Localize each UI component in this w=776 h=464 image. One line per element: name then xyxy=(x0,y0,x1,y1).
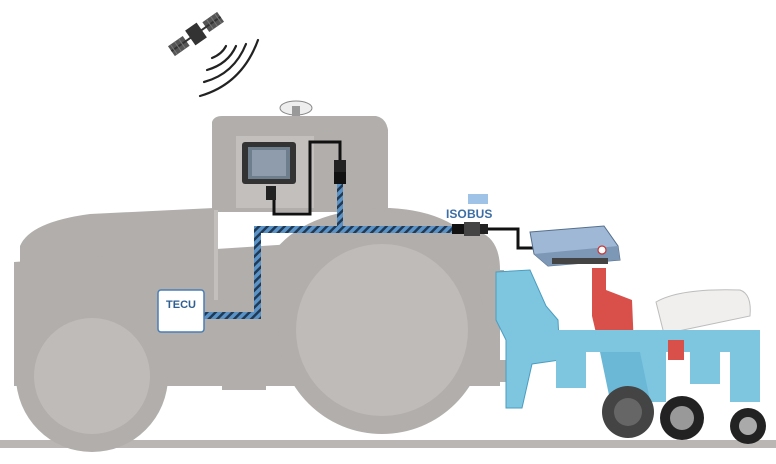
signal-waves-icon xyxy=(198,38,260,98)
rear-wheel xyxy=(278,226,486,434)
seed-drill-implement xyxy=(495,268,766,444)
gps-antenna-icon xyxy=(279,100,313,116)
ecu-box-icon xyxy=(529,225,621,267)
implement-frame xyxy=(495,269,561,409)
isobus-logo-icon: ISO BUS xyxy=(446,194,492,221)
terminal-connector xyxy=(266,186,276,200)
cab-door-line xyxy=(214,210,218,310)
red-seed-hopper xyxy=(592,268,634,350)
tecu-label: TECU xyxy=(166,299,196,311)
terminal-icon xyxy=(242,142,296,184)
front-wheel xyxy=(16,300,168,452)
isobus-cable xyxy=(204,140,536,319)
isobus-iso-text: ISO xyxy=(446,207,467,221)
tecu-box-icon xyxy=(157,289,205,333)
fertilizer-tank xyxy=(655,289,751,335)
satellite-icon xyxy=(167,11,225,57)
isobus-bus-text: BUS xyxy=(467,207,492,221)
ground xyxy=(0,440,776,448)
